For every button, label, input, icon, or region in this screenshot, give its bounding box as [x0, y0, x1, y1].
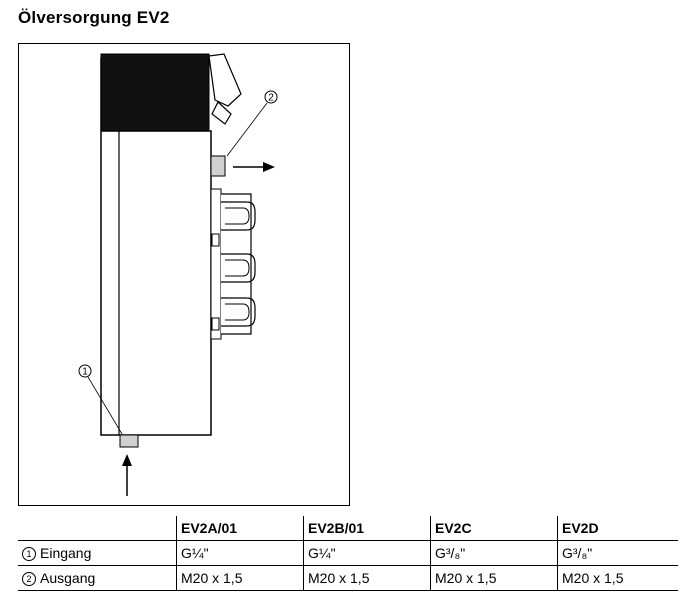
table-cell: G¼": [303, 540, 431, 566]
table-cell: G³/₈": [430, 540, 558, 566]
table-header-ev2b01: EV2B/01: [303, 516, 431, 541]
marker-2-icon: 2: [22, 572, 36, 586]
page-title: Ölversorgung EV2: [18, 8, 170, 27]
table-cell: M20 x 1,5: [303, 565, 431, 591]
table-cell: M20 x 1,5: [557, 565, 678, 591]
callout-1-label: 1: [82, 367, 88, 378]
table-row-ausgang: 2 Ausgang M20 x 1,5 M20 x 1,5 M20 x 1,5 M…: [18, 565, 678, 591]
marker-1-icon: 1: [22, 547, 36, 561]
table-header-ev2a01: EV2A/01: [176, 516, 304, 541]
table-header-ev2d: EV2D: [557, 516, 678, 541]
row-label: Eingang: [40, 545, 92, 561]
table-header-ev2c: EV2C: [430, 516, 558, 541]
table-header-row: EV2A/01 EV2B/01 EV2C EV2D: [18, 516, 678, 541]
row-label-cell: 1 Eingang: [18, 540, 177, 566]
oil-supply-diagram: 1 2: [18, 43, 350, 506]
callout-2-label: 2: [268, 93, 274, 104]
row-label-cell: 2 Ausgang: [18, 565, 177, 591]
table-cell: G¼": [176, 540, 304, 566]
row-label: Ausgang: [40, 570, 96, 586]
table-cell: G³/₈": [557, 540, 678, 566]
table-header-empty: [18, 516, 177, 541]
table-cell: M20 x 1,5: [430, 565, 558, 591]
device-side-view-drawing: 1 2: [78, 53, 278, 496]
table-row-eingang: 1 Eingang G¼" G¼" G³/₈" G³/₈": [18, 540, 678, 566]
connection-table: EV2A/01 EV2B/01 EV2C EV2D 1 Eingang G¼" G…: [18, 516, 678, 591]
table-cell: M20 x 1,5: [176, 565, 304, 591]
